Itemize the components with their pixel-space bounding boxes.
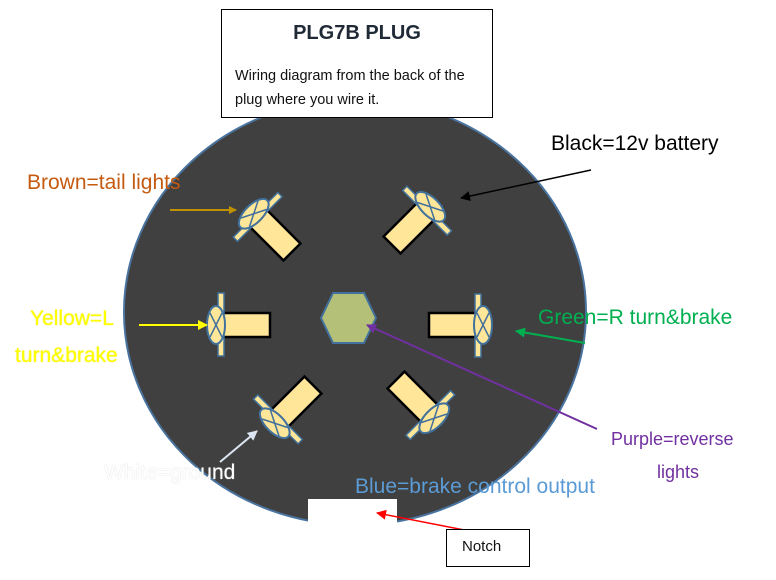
arrow-green	[515, 327, 586, 344]
pin-purple-reverse-hex	[319, 292, 378, 344]
notch-label: Notch	[462, 538, 502, 555]
diagram-title: PLG7B PLUG	[293, 22, 421, 44]
label-brown: Brown=tail lights	[27, 171, 181, 194]
label-green: Green=R turn&brake	[538, 306, 733, 329]
label-purple-line2: lights	[657, 462, 700, 482]
notch-callout: Notch	[446, 529, 530, 567]
arrow-black	[460, 169, 592, 201]
label-purple-line1: Purple=reverse	[611, 429, 734, 449]
diagram-description: Wiring diagram from the back of the plug…	[235, 68, 465, 108]
label-blue: Blue=brake control output	[355, 475, 595, 498]
label-white: White=ground	[104, 461, 236, 484]
arrow-purple	[366, 324, 598, 430]
label-yellow-line2: turn&brake	[15, 344, 118, 367]
arrow-white	[219, 430, 258, 463]
title-box: PLG7B PLUG Wiring diagram from the back …	[221, 9, 493, 118]
label-yellow-line1: Yellow=L	[30, 307, 114, 330]
label-black: Black=12v battery	[551, 132, 719, 155]
